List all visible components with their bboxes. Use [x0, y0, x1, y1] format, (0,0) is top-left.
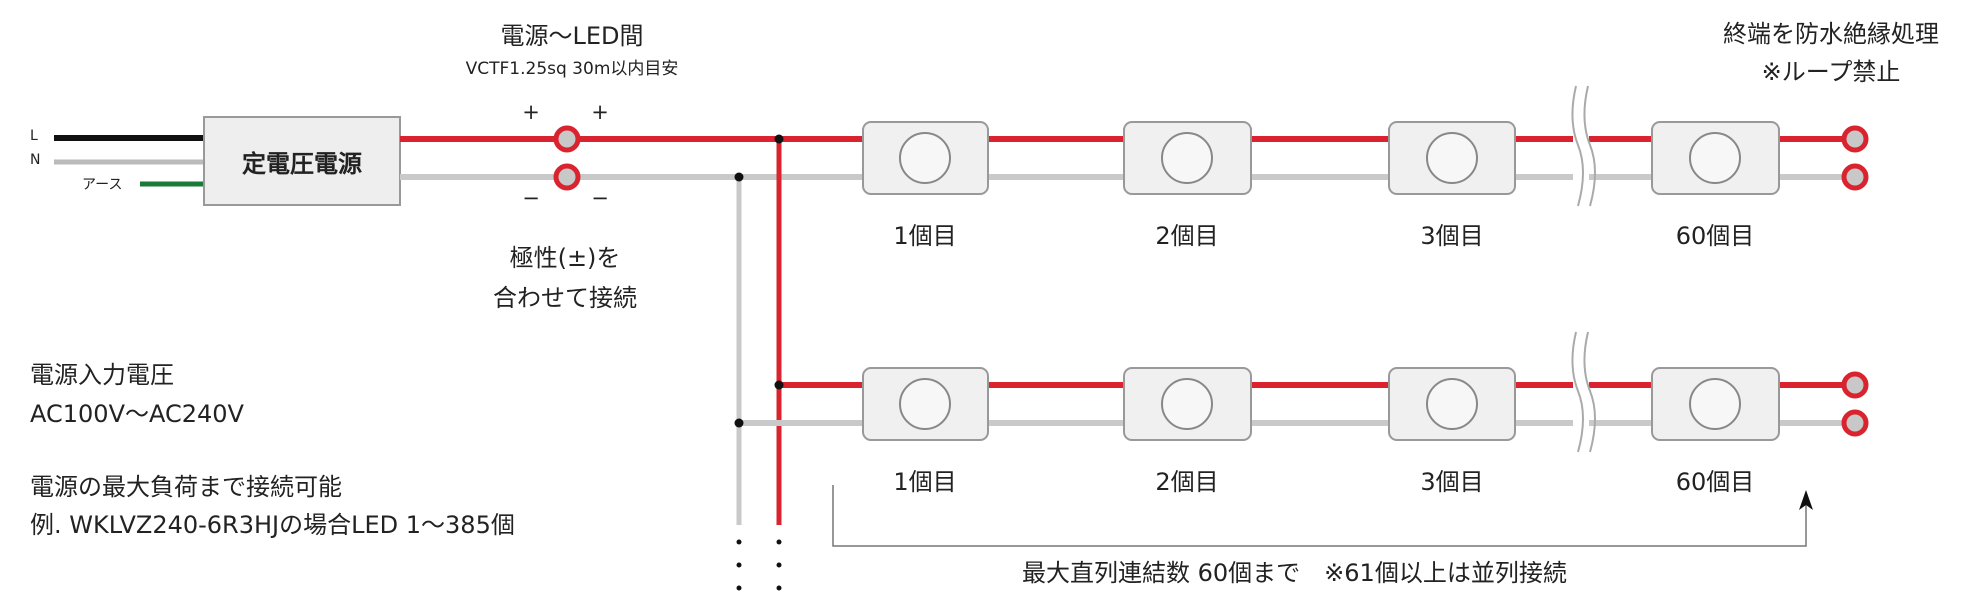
led-module	[862, 367, 989, 441]
input-label-earth: アース	[82, 177, 123, 193]
terminal-note-line1: 終端を防水絶縁処理	[1723, 20, 1939, 48]
minus-sign: −	[522, 186, 540, 210]
polarity-note-line2: 合わせて接続	[493, 284, 637, 312]
negative-terminal	[553, 163, 581, 191]
junction-dot	[734, 172, 744, 182]
polarity-note-line1: 極性(±)を	[509, 244, 621, 272]
power-supply-box	[203, 116, 401, 206]
led-module	[1123, 121, 1252, 195]
led-module	[1651, 121, 1780, 195]
cable-note-title: 電源～LED間	[500, 22, 644, 50]
module-count-label: 3個目	[1420, 468, 1484, 496]
module-count-label: 2個目	[1155, 468, 1219, 496]
module-count-label: 1個目	[893, 222, 957, 250]
module-count-label: 1個目	[893, 468, 957, 496]
max-load-line2: 例. WKLVZ240-6R3HJの場合LED 1～385個	[30, 511, 515, 539]
input-voltage-line2: AC100V～AC240V	[30, 400, 244, 428]
continuation-dots	[736, 539, 782, 591]
plus-sign: +	[591, 100, 609, 124]
minus-sign: −	[591, 186, 609, 210]
input-label-l: L	[30, 128, 38, 144]
module-count-label: 60個目	[1675, 222, 1755, 250]
module-count-label: 3個目	[1420, 222, 1484, 250]
led-module	[862, 121, 989, 195]
power-supply-label: 定電圧電源	[242, 149, 362, 178]
wire-break-symbol	[1571, 85, 1596, 207]
end-terminal	[1841, 371, 1869, 399]
led-module	[1123, 367, 1252, 441]
end-terminal	[1841, 125, 1869, 153]
module-count-label: 60個目	[1675, 468, 1755, 496]
terminal-note-line2: ※ループ禁止	[1761, 58, 1901, 86]
input-label-n: N	[30, 152, 41, 168]
junction-dot	[774, 380, 784, 390]
led-module	[1651, 367, 1780, 441]
arrow-up-icon	[1799, 490, 1813, 510]
end-terminal	[1841, 163, 1869, 191]
max-load-line1: 電源の最大負荷まで接続可能	[30, 473, 342, 501]
led-module	[1388, 121, 1516, 195]
positive-terminal	[553, 125, 581, 153]
module-count-label: 2個目	[1155, 222, 1219, 250]
junction-dot	[774, 134, 784, 144]
led-module	[1388, 367, 1516, 441]
wire-break-symbol	[1571, 331, 1596, 453]
series-count-bracket	[832, 485, 1807, 547]
junction-dot	[734, 418, 744, 428]
end-terminal	[1841, 409, 1869, 437]
series-note: 最大直列連結数 60個まで ※61個以上は並列接続	[1022, 559, 1567, 587]
plus-sign: +	[522, 100, 540, 124]
input-voltage-line1: 電源入力電圧	[30, 361, 174, 389]
cable-note-sub: VCTF1.25sq 30m以内目安	[465, 59, 679, 79]
